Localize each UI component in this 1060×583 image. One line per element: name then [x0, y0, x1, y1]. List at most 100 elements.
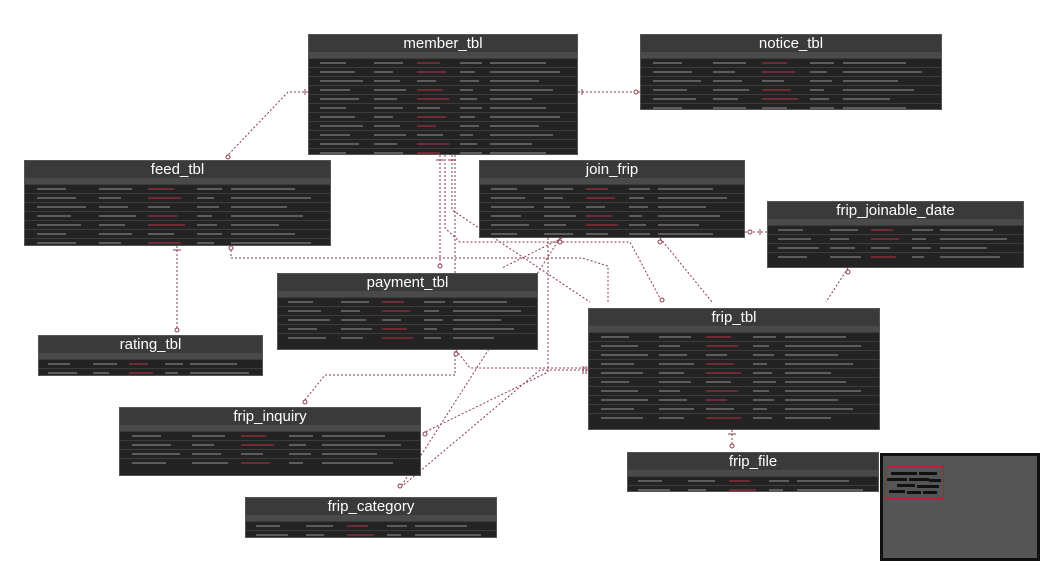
table-title: frip_inquiry	[120, 408, 420, 425]
table-header-row	[480, 178, 744, 184]
table-row[interactable]	[628, 485, 878, 491]
table-row[interactable]	[309, 139, 577, 148]
table-row[interactable]	[641, 94, 941, 103]
table-row[interactable]	[480, 220, 744, 229]
table-row[interactable]	[480, 202, 744, 211]
table-title: frip_tbl	[589, 309, 879, 326]
table-row[interactable]	[309, 94, 577, 103]
table-row[interactable]	[25, 211, 330, 220]
table-row[interactable]	[278, 333, 537, 342]
table-row[interactable]	[480, 229, 744, 237]
table-row[interactable]	[589, 377, 879, 386]
table-row[interactable]	[589, 350, 879, 359]
minimap[interactable]	[880, 453, 1040, 561]
table-header-row	[120, 425, 420, 431]
table-row[interactable]	[641, 58, 941, 67]
join-frip[interactable]: join_frip	[479, 160, 745, 238]
table-title: feed_tbl	[25, 161, 330, 178]
link-member-frip	[444, 155, 663, 303]
table-row[interactable]	[309, 130, 577, 139]
table-row[interactable]	[628, 476, 878, 485]
feed-tbl[interactable]: feed_tbl	[24, 160, 331, 246]
table-row[interactable]	[39, 359, 262, 368]
table-header-row	[25, 178, 330, 184]
notice-tbl[interactable]: notice_tbl	[640, 34, 942, 110]
table-row[interactable]	[39, 368, 262, 375]
table-row[interactable]	[246, 521, 496, 530]
link-feed-frip	[230, 246, 609, 302]
table-row[interactable]	[309, 58, 577, 67]
table-row[interactable]	[278, 324, 537, 333]
member-tbl[interactable]: member_tbl	[308, 34, 578, 155]
table-row[interactable]	[309, 112, 577, 121]
frip-tbl[interactable]: frip_tbl	[588, 308, 880, 430]
table-title: member_tbl	[309, 35, 577, 52]
table-header-row	[628, 470, 878, 476]
table-row[interactable]	[278, 315, 537, 324]
link-member-feed	[227, 91, 308, 156]
table-row[interactable]	[278, 297, 537, 306]
table-row[interactable]	[768, 225, 1023, 234]
table-header-row	[278, 291, 537, 297]
table-row[interactable]	[309, 85, 577, 94]
table-row[interactable]	[641, 103, 941, 109]
table-row[interactable]	[309, 103, 577, 112]
table-row[interactable]	[641, 67, 941, 76]
table-row[interactable]	[589, 395, 879, 404]
payment-tbl[interactable]: payment_tbl	[277, 273, 538, 350]
table-row[interactable]	[309, 148, 577, 154]
table-row[interactable]	[641, 85, 941, 94]
table-row[interactable]	[120, 449, 420, 458]
table-row[interactable]	[278, 306, 537, 315]
table-row[interactable]	[589, 368, 879, 377]
rating-tbl[interactable]: rating_tbl	[38, 335, 263, 376]
frip-inquiry[interactable]: frip_inquiry	[119, 407, 421, 476]
table-row[interactable]	[480, 211, 744, 220]
table-row[interactable]	[25, 193, 330, 202]
table-row[interactable]	[309, 121, 577, 130]
table-row[interactable]	[309, 67, 577, 76]
table-header-row	[589, 326, 879, 332]
table-row[interactable]	[25, 229, 330, 238]
table-title: payment_tbl	[278, 274, 537, 291]
table-row[interactable]	[589, 413, 879, 422]
table-header-row	[246, 515, 496, 521]
table-title: rating_tbl	[39, 336, 262, 353]
minimap-viewport[interactable]	[885, 466, 944, 499]
link-date-frip	[825, 267, 849, 303]
table-row[interactable]	[768, 234, 1023, 243]
table-row[interactable]	[589, 341, 879, 350]
link-member-inquiry	[304, 155, 456, 401]
link-joinfrip-frip	[659, 237, 713, 303]
table-row[interactable]	[120, 458, 420, 467]
table-title: frip_joinable_date	[768, 202, 1023, 219]
table-row[interactable]	[309, 76, 577, 85]
table-row[interactable]	[120, 440, 420, 449]
frip-joinable-date[interactable]: frip_joinable_date	[767, 201, 1024, 268]
table-header-row	[641, 52, 941, 58]
frip-category[interactable]: frip_category	[245, 497, 497, 538]
table-row[interactable]	[25, 220, 330, 229]
link-join-payment	[501, 237, 563, 269]
link-payment-frip	[455, 349, 588, 369]
table-header-row	[309, 52, 577, 58]
table-row[interactable]	[768, 252, 1023, 261]
table-row[interactable]	[589, 332, 879, 341]
frip-file[interactable]: frip_file	[627, 452, 879, 492]
table-row[interactable]	[25, 202, 330, 211]
table-row[interactable]	[768, 243, 1023, 252]
table-row[interactable]	[120, 431, 420, 440]
link-member-frip2	[451, 155, 591, 303]
table-row[interactable]	[480, 193, 744, 202]
table-row[interactable]	[589, 404, 879, 413]
table-row[interactable]	[246, 530, 496, 537]
table-row[interactable]	[589, 359, 879, 368]
table-title: join_frip	[480, 161, 744, 178]
table-row[interactable]	[25, 184, 330, 193]
table-title: frip_category	[246, 498, 496, 515]
table-row[interactable]	[25, 238, 330, 245]
table-row[interactable]	[641, 76, 941, 85]
table-row[interactable]	[480, 184, 744, 193]
table-row[interactable]	[589, 386, 879, 395]
